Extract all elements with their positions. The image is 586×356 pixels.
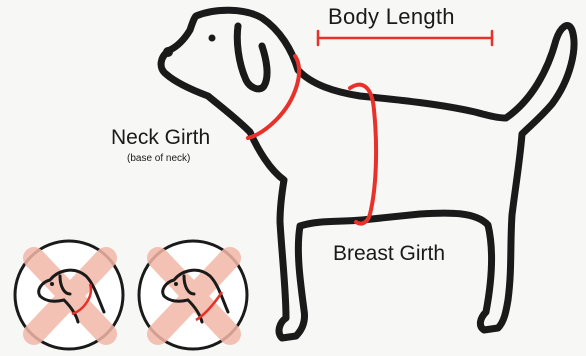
incorrect-example-2 (139, 241, 247, 349)
incorrect-example-1 (15, 241, 123, 349)
dog-head-eye (50, 282, 54, 286)
breast-girth-label: Breast Girth (333, 242, 445, 266)
dog-head-eye (174, 282, 178, 286)
neck-girth-line (248, 56, 299, 138)
body-length-label: Body Length (328, 4, 455, 30)
breast-girth-line (350, 85, 376, 224)
dog-eye (209, 35, 216, 42)
dog-ear (237, 26, 267, 89)
neck-girth-label: Neck Girth (111, 126, 210, 150)
neck-girth-note: (base of neck) (127, 153, 190, 164)
body-length-line (318, 31, 492, 45)
dog-nose (163, 47, 173, 57)
